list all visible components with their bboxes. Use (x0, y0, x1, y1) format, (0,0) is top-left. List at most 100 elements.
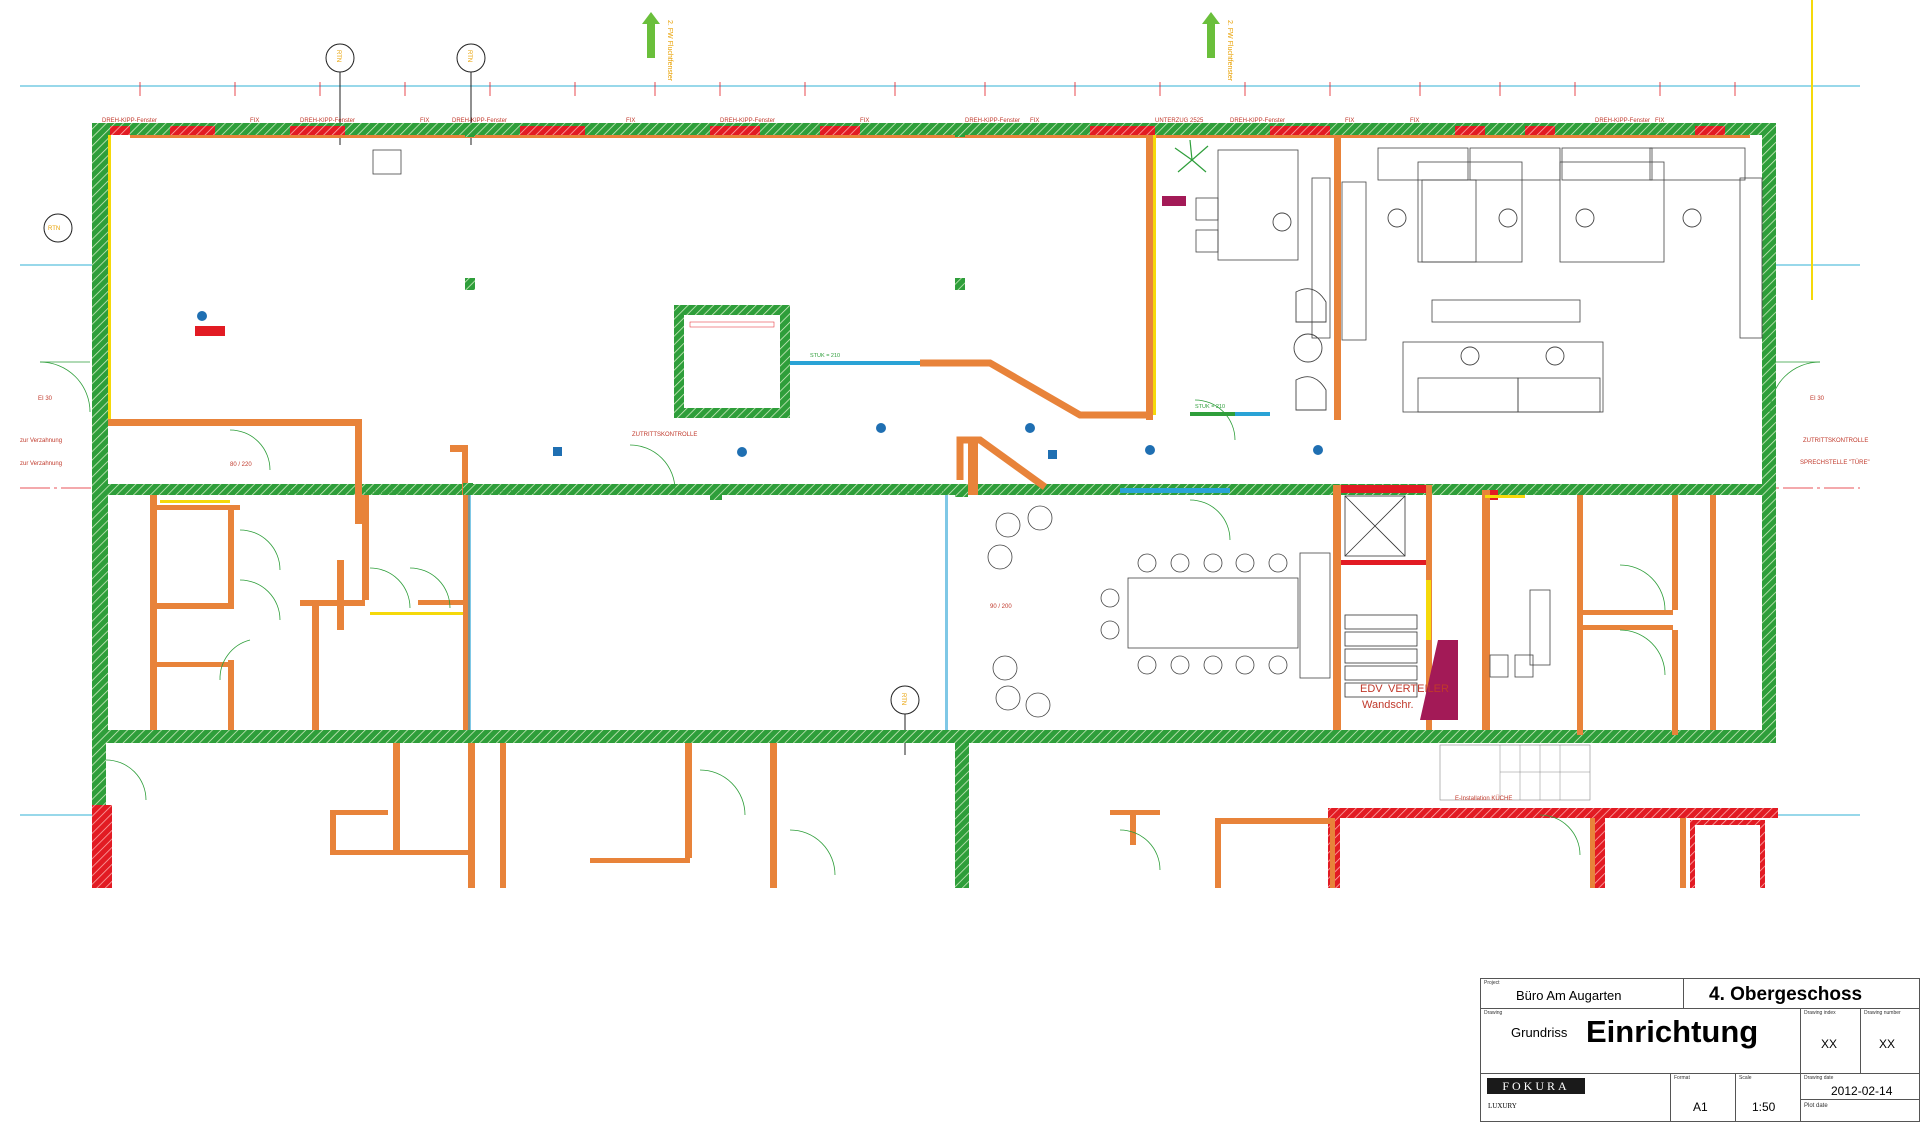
project-cell: Project Büro Am Augarten (1481, 979, 1684, 1009)
svg-text:FIX: FIX (420, 118, 429, 124)
project-label: Project (1484, 980, 1500, 986)
grid-lines (20, 85, 1860, 816)
title-block: Project Büro Am Augarten 4. Obergeschoss… (1480, 978, 1920, 1122)
edv-label: EDV (1360, 683, 1383, 695)
open-office-area (111, 138, 1146, 418)
floor-name: 4. Obergeschoss (1709, 984, 1863, 1005)
drawing-number-label: Drawing number (1864, 1010, 1901, 1016)
lower-central-room (470, 495, 970, 730)
drawing-type: Grundriss (1511, 1025, 1568, 1040)
project-name: Büro Am Augarten (1516, 988, 1622, 1003)
svg-text:RTN: RTN (48, 226, 60, 232)
edv-label-2: VERTEILER (1388, 683, 1449, 695)
svg-text:EI 30: EI 30 (38, 396, 53, 402)
columns (465, 123, 965, 500)
svg-text:80 / 220: 80 / 220 (230, 462, 252, 468)
logo-cell: FOKURA LUXURY (1481, 1074, 1671, 1121)
sensor-icon (197, 311, 1323, 459)
drawing-index-label: Drawing index (1804, 1010, 1836, 1016)
svg-text:STUK = 210: STUK = 210 (1195, 404, 1225, 410)
svg-text:UNTERZUG 2540: UNTERZUG 2540 (490, 490, 534, 496)
right-bathrooms (1482, 490, 1716, 735)
svg-text:zur Verzahnung: zur Verzahnung (20, 461, 62, 467)
format-label: Format (1674, 1075, 1690, 1081)
svg-text:FIX: FIX (626, 118, 635, 124)
svg-text:FIX: FIX (860, 118, 869, 124)
svg-text:FIX: FIX (1030, 118, 1039, 124)
door-swings (39, 361, 1821, 876)
svg-text:UNTERZUG 2540: UNTERZUG 2540 (900, 490, 944, 496)
plant-icon (1174, 139, 1209, 173)
corridor-wall-green (92, 484, 1776, 495)
format-value: A1 (1693, 1100, 1708, 1114)
drawing-number-cell: Drawing number XX (1861, 1009, 1919, 1074)
svg-text:UNTERZUG 2540: UNTERZUG 2540 (365, 490, 409, 496)
floor-cell: 4. Obergeschoss (1684, 979, 1919, 1009)
svg-text:DREH-KIPP-Fenster: DREH-KIPP-Fenster (1230, 118, 1285, 124)
svg-text:DREH-KIPP-Fenster: DREH-KIPP-Fenster (300, 118, 355, 124)
brand-logo: FOKURA (1487, 1078, 1585, 1094)
brand-logo-sub: LUXURY (1488, 1102, 1517, 1110)
stair-block (1333, 485, 1458, 730)
scale-value: 1:50 (1752, 1100, 1776, 1114)
window-markers (139, 82, 1736, 96)
drawing-title: Einrichtung (1586, 1014, 1759, 1049)
svg-text:RTN: RTN (466, 50, 472, 62)
scale-cell: Scale 1:50 (1736, 1074, 1801, 1121)
svg-text:FIX: FIX (250, 118, 259, 124)
svg-text:STUK = 210: STUK = 210 (285, 490, 315, 496)
svg-text:EI 30: EI 30 (1810, 396, 1825, 402)
drawing-cell: Drawing Grundriss Einrichtung (1481, 1009, 1801, 1074)
svg-text:90 / 200: 90 / 200 (990, 604, 1012, 610)
svg-text:ZUTRITTSKONTROLLE: ZUTRITTSKONTROLLE (1803, 438, 1868, 444)
svg-text:DREH-KIPP-Fenster: DREH-KIPP-Fenster (102, 118, 157, 124)
column-marker-icon (43, 43, 920, 755)
svg-text:FIX: FIX (1655, 118, 1664, 124)
svg-text:2. FW Fluchtfenster: 2. FW Fluchtfenster (1226, 20, 1233, 82)
svg-text:STUK = 210: STUK = 210 (810, 353, 840, 359)
svg-text:RTN: RTN (335, 50, 341, 62)
svg-text:zur Verzahnung: zur Verzahnung (20, 438, 62, 444)
date-cell: Drawing date 2012-02-14 (1801, 1074, 1919, 1100)
svg-text:RTN: RTN (900, 693, 906, 705)
drawing-index-cell: Drawing index XX (1801, 1009, 1861, 1074)
exterior-wall-top (92, 123, 1774, 135)
svg-text:DREH-KIPP-Fenster: DREH-KIPP-Fenster (1595, 118, 1650, 124)
plot-cell: Plot date (1801, 1100, 1919, 1121)
diagonal-partition (920, 359, 1150, 419)
date-value: 2012-02-14 (1831, 1084, 1893, 1098)
scale-label: Scale (1739, 1075, 1752, 1081)
svg-text:DREH-KIPP-Fenster: DREH-KIPP-Fenster (720, 118, 775, 124)
edv-label-3: Wandschr. (1362, 699, 1414, 711)
lower-area-walls (92, 743, 1160, 888)
svg-text:SPRECHSTELLE "TÜRE": SPRECHSTELLE "TÜRE" (1800, 459, 1870, 466)
core-shaft (674, 305, 790, 418)
exit-arrow-icon: 2. FW Fluchtfenster (642, 12, 673, 82)
conference-furniture (372, 149, 1551, 718)
svg-text:UNTERZUG 2540: UNTERZUG 2540 (1522, 490, 1566, 496)
lower-red-walls (92, 805, 1778, 888)
drawing-number: XX (1879, 1037, 1896, 1051)
exit-arrow-icon: 2. FW Fluchtfenster (1202, 12, 1233, 82)
svg-text:UNTERZUG 2525: UNTERZUG 2525 (1155, 118, 1204, 124)
svg-text:E-Installation KÜCHE: E-Installation KÜCHE (1455, 795, 1512, 802)
svg-text:FIX: FIX (1410, 118, 1419, 124)
drawing-index: XX (1821, 1037, 1838, 1051)
office-furniture (1195, 147, 1763, 413)
svg-text:ZUTRITTSKONTROLLE: ZUTRITTSKONTROLLE (632, 432, 697, 438)
drawing-label: Drawing (1484, 1010, 1503, 1016)
exterior-wall-bottom (92, 730, 1776, 743)
svg-text:2. FW Fluchtfenster: 2. FW Fluchtfenster (666, 20, 673, 82)
date-label: Drawing date (1804, 1075, 1834, 1081)
plot-label: Plot date (1804, 1103, 1828, 1109)
exterior-wall-right (1762, 123, 1776, 743)
format-cell: Format A1 (1671, 1074, 1736, 1121)
chair-icon (1272, 208, 1702, 411)
svg-text:FIX: FIX (1345, 118, 1354, 124)
lower-left-rooms (150, 495, 463, 730)
svg-text:DREH-KIPP-Fenster: DREH-KIPP-Fenster (452, 118, 507, 124)
svg-text:DREH-KIPP-Fenster: DREH-KIPP-Fenster (965, 118, 1020, 124)
window-band (110, 126, 1750, 138)
exterior-wall-left (92, 123, 108, 743)
